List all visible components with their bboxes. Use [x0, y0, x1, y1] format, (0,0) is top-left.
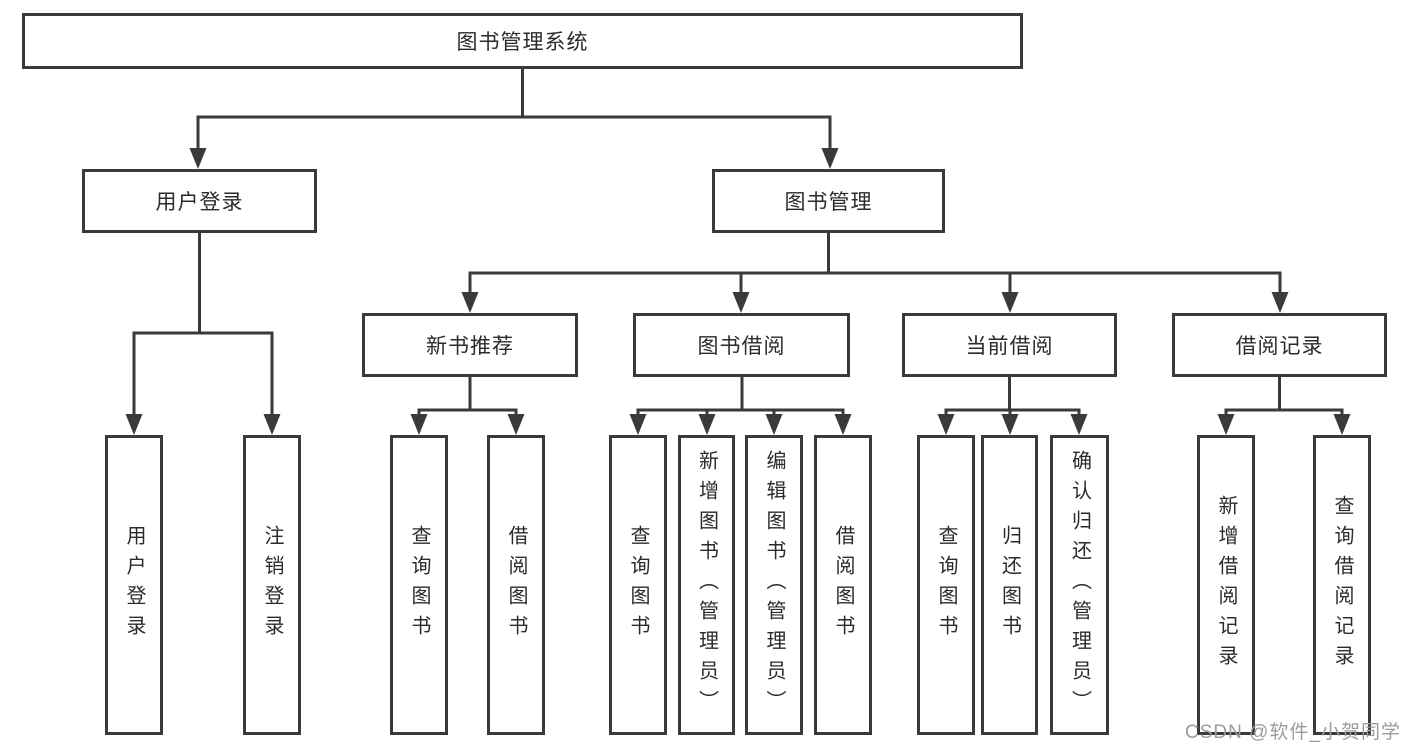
node-borrow-record: 借阅记录 — [1172, 313, 1387, 377]
leaf-return-book: 归还图书 — [981, 435, 1038, 735]
node-new-book-recommend: 新书推荐 — [362, 313, 578, 377]
leaf-logout: 注销登录 — [243, 435, 301, 735]
leaf-borrow-book-recommend: 借阅图书 — [487, 435, 545, 735]
leaf-query-borrow-record: 查询借阅记录 — [1313, 435, 1371, 735]
leaf-query-book-borrow: 查询图书 — [609, 435, 667, 735]
node-root-library-system: 图书管理系统 — [22, 13, 1023, 69]
leaf-query-book-recommend: 查询图书 — [390, 435, 448, 735]
node-user-login: 用户登录 — [82, 169, 317, 233]
leaf-add-borrow-record: 新增借阅记录 — [1197, 435, 1255, 735]
leaf-borrow-book: 借阅图书 — [814, 435, 872, 735]
csdn-watermark: CSDN @软件_小贺同学 — [1185, 722, 1401, 743]
leaf-query-book-current: 查询图书 — [917, 435, 975, 735]
node-current-borrow: 当前借阅 — [902, 313, 1117, 377]
node-book-management: 图书管理 — [712, 169, 945, 233]
leaf-confirm-return-admin: 确认归还（管理员） — [1050, 435, 1109, 735]
leaf-add-book-admin: 新增图书（管理员） — [678, 435, 735, 735]
leaf-user-login: 用户登录 — [105, 435, 163, 735]
leaf-edit-book-admin: 编辑图书（管理员） — [745, 435, 803, 735]
node-book-borrow: 图书借阅 — [633, 313, 850, 377]
